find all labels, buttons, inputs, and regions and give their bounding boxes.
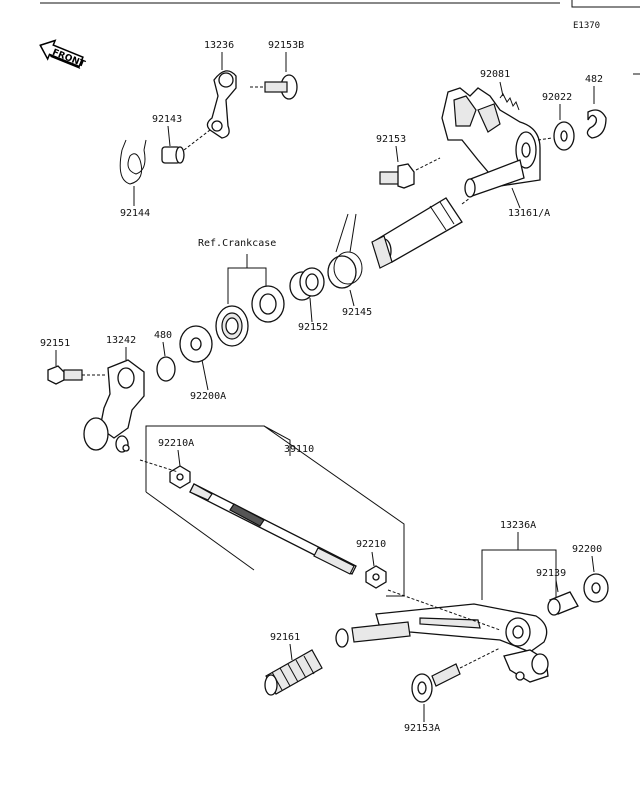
bolt-92153: [379, 157, 441, 189]
leader-92161: [289, 643, 293, 661]
axis-main: [139, 459, 179, 473]
bracket-13236A: [481, 532, 557, 600]
figure-code: E1370: [573, 21, 600, 31]
label-13236A: 13236A: [500, 520, 536, 531]
label-92210A: 92210A: [158, 438, 194, 449]
bracket-39110: [145, 425, 405, 597]
oil-seal: [215, 305, 249, 347]
label-92153: 92153: [376, 134, 406, 145]
label-13161A: 13161/A: [508, 208, 550, 219]
label-92081: 92081: [480, 69, 510, 80]
crankcase-bracket: [227, 254, 267, 304]
label-92153B: 92153B: [268, 40, 304, 51]
shift-mechanism-13161: [441, 87, 541, 198]
axis-washer: [537, 137, 553, 141]
leader-92200A: [201, 359, 209, 391]
leader-92153: [395, 145, 399, 163]
leader-92210: [371, 551, 375, 567]
label-92152: 92152: [298, 322, 328, 333]
washer-92022: [553, 121, 575, 151]
collar-92143: [161, 146, 185, 164]
leader-92143: [167, 125, 171, 147]
leader-92081: [499, 81, 504, 97]
rubber-peg-92161: [264, 649, 323, 696]
label-92200: 92200: [572, 544, 602, 555]
circlip-480: [156, 356, 176, 382]
clip-482: [586, 109, 607, 139]
spring-92144: [119, 139, 147, 185]
leader-92200: [591, 555, 595, 573]
top-right-frame: [571, 0, 640, 8]
nut-92210A: [169, 465, 191, 489]
tie-rod: [189, 483, 357, 575]
shift-lever-13242: [83, 359, 145, 453]
label-13242: 13242: [106, 335, 136, 346]
label-92153A: 92153A: [404, 723, 440, 734]
front-direction-badge: FRONT: [39, 39, 87, 70]
bolt-92151: [47, 365, 106, 385]
nut-92210: [365, 565, 387, 589]
label-92143: 92143: [152, 114, 182, 125]
pedal-peg-shaft: [335, 621, 411, 648]
label-92200A: 92200A: [190, 391, 226, 402]
washer-92200: [583, 573, 609, 603]
reference-crankcase-note: Ref.Crankcase: [198, 238, 276, 249]
leader-92139: [555, 579, 559, 593]
needle-bearing: [251, 285, 285, 323]
spring-92145: [327, 213, 363, 289]
bolt-92153B: [250, 74, 298, 100]
washer-92200A: [179, 325, 213, 363]
leader-480: [162, 341, 166, 357]
label-92210: 92210: [356, 539, 386, 550]
label-482: 482: [585, 74, 603, 85]
label-480: 480: [154, 330, 172, 341]
shift-arm-13236: [206, 70, 237, 139]
bracket-39110-lower: [145, 491, 255, 571]
leader-92210A: [177, 449, 181, 467]
leader-92152: [309, 297, 313, 323]
label-92151: 92151: [40, 338, 70, 349]
label-92139: 92139: [536, 568, 566, 579]
label-39110: 39110: [284, 444, 314, 455]
collar-92139: [547, 591, 579, 616]
spring-92081: [499, 93, 520, 111]
label-92022: 92022: [542, 92, 572, 103]
shift-shaft: [371, 197, 471, 269]
shift-pedal-13236A: [375, 603, 549, 683]
axis-collar: [183, 129, 211, 151]
leader-13161A: [511, 187, 521, 209]
label-92161: 92161: [270, 632, 300, 643]
bush-92152: [289, 267, 325, 301]
label-92145: 92145: [342, 307, 372, 318]
leader-92145: [349, 289, 355, 307]
label-92144: 92144: [120, 208, 150, 219]
bolt-92153A: [411, 647, 501, 703]
label-13236: 13236: [204, 40, 234, 51]
